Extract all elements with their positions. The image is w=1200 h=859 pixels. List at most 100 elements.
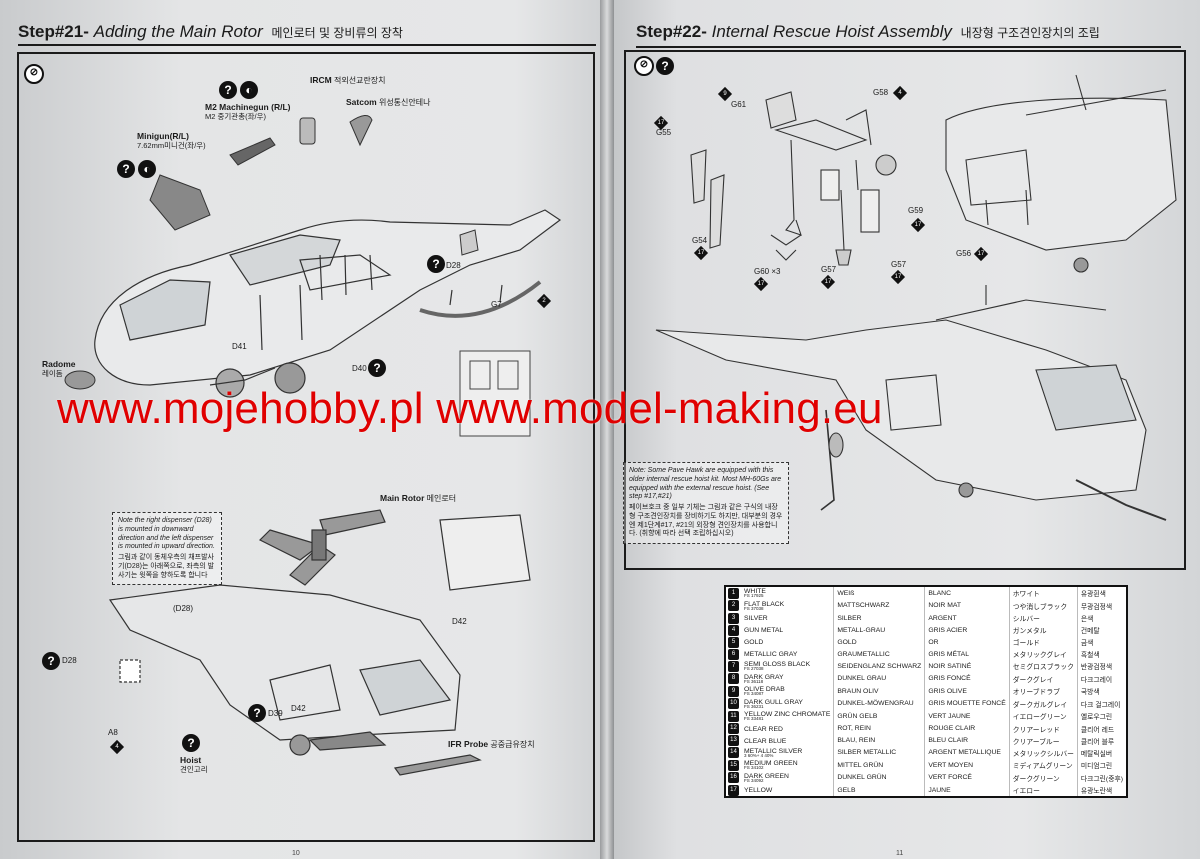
paint-number-badge: 5 xyxy=(728,636,739,648)
paint-cell-no: 3 xyxy=(725,612,741,624)
paint-cell-de: MATTSCHWARZ xyxy=(833,599,926,612)
paint-cell-no: 11 xyxy=(725,710,741,723)
paint-cell-de: DUNKEL-MÖWENGRAU xyxy=(833,697,926,710)
paint-number-badge: 11 xyxy=(728,710,739,722)
paint-cell-no: 4 xyxy=(725,624,741,636)
paint-cell-ko: 클리어 레드 xyxy=(1080,726,1115,734)
step-number: Step#21- xyxy=(18,22,89,41)
paint-cell-ko: 유광노란색 xyxy=(1080,788,1113,795)
help-icon: ? xyxy=(42,652,60,670)
paint-name-en: YELLOW ZINC CHROMATE xyxy=(744,711,831,718)
part-g57: G57 xyxy=(891,260,907,269)
step-title: Adding the Main Rotor xyxy=(93,22,263,41)
paint-name-en: DARK GRAY xyxy=(744,673,784,681)
paint-cell-no: 2 xyxy=(725,600,741,613)
paint-cell-ko: 다크 걸그레이 xyxy=(1080,701,1121,709)
paint-cell-ko: 메탈릭실버 xyxy=(1080,750,1113,758)
paint-name-en: SILVER xyxy=(744,615,768,622)
rotate-icon: ◐ xyxy=(138,160,156,178)
paint-number-badge: 14 xyxy=(728,747,739,759)
part-d28-ref: (D28) xyxy=(173,604,194,613)
paint-cell-ja: イエローグリーン xyxy=(1009,710,1078,723)
paint-cell-no: 1 xyxy=(725,586,741,600)
header-rule xyxy=(636,46,1181,48)
part-g58: G58 xyxy=(873,88,889,97)
paint-cell-fr: OR xyxy=(924,636,1010,648)
main-rotor-label: Main Rotor 메인로터 xyxy=(380,493,457,503)
paint-number-badge: 8 xyxy=(728,673,739,685)
paint-cell-ja: ミディアムグリーン xyxy=(1009,759,1078,772)
paint-name-en: MEDIUM GREEN xyxy=(744,760,798,767)
paint-cell-ko: 다크그린(중후) xyxy=(1080,775,1123,783)
paint-cell-ja: クリアーブルー xyxy=(1009,734,1078,747)
fs-code: FS 27038 xyxy=(744,666,764,671)
paint-cell-no: 17 xyxy=(725,784,741,797)
paint-cell-no: 13 xyxy=(725,735,741,747)
paint-cell-fr: VERT FORCÉ xyxy=(924,771,1010,784)
paint-name-en: GOLD xyxy=(744,639,764,646)
step-21-header: Step#21- Adding the Main Rotor 메인로터 및 장비… xyxy=(18,22,403,42)
paint-name-en: DARK GULL GRAY xyxy=(744,698,803,706)
paint-cell-fr: JAUNE xyxy=(924,784,1010,797)
part-g60: G60 ×3 xyxy=(754,267,781,276)
paint-name-en: DARK GREEN xyxy=(744,772,789,780)
fs-code: FS 34087 xyxy=(744,691,764,696)
paint-cell-ko: 옐로우그린 xyxy=(1080,714,1113,722)
paint-cell-en: METALLIC GRAY xyxy=(741,648,835,660)
paint-cell-ko: 무광검정색 xyxy=(1080,603,1113,611)
paint-name-en: YELLOW xyxy=(744,787,773,794)
paint-number-badge: 10 xyxy=(728,698,739,710)
step-frame xyxy=(17,52,595,842)
paint-cell-fr: GRIS FONCÉ xyxy=(924,672,1010,685)
paint-cell-ja: つや消しブラック xyxy=(1009,599,1078,612)
paint-number-badge: 13 xyxy=(728,735,739,746)
step-title: Internal Rescue Hoist Assembly xyxy=(711,22,952,41)
paint-code-badge: 17 xyxy=(973,246,989,262)
part-d42-lower: D42 xyxy=(291,704,306,713)
page-number: 11 xyxy=(896,850,904,857)
help-icon: ? xyxy=(182,734,200,752)
fs-code: FS 33481 xyxy=(744,716,764,721)
part-g59: G59 xyxy=(908,206,924,215)
part-d42: D42 xyxy=(452,617,467,626)
paint-name-en: WHITE xyxy=(744,588,766,595)
paint-code-badge: 4 xyxy=(109,739,125,755)
paint-name-en: SEMI GLOSS BLACK xyxy=(744,661,811,668)
minigun-label: Minigun(R/L)7.62mm미니건(좌/우) xyxy=(137,131,206,150)
paint-cell-no: 16 xyxy=(725,772,741,785)
paint-code-badge: 4 xyxy=(892,85,908,101)
cement-icon: ⊘ xyxy=(634,56,654,76)
paint-cell-fr: GRIS ACIER xyxy=(924,624,1010,636)
paint-cell-fr: GRIS MOUETTE FONCÉ xyxy=(924,697,1010,710)
fs-code: FS 34092 xyxy=(744,777,764,783)
paint-cell-fr: NOIR MAT xyxy=(924,599,1010,612)
hoist-note: Note: Some Pave Hawk are equipped with t… xyxy=(623,462,789,544)
help-icon: ? xyxy=(656,57,674,75)
paint-cell-ja: ダークグレイ xyxy=(1009,672,1078,685)
paint-cell-no: 15 xyxy=(725,759,741,772)
paint-cell-no: 12 xyxy=(725,723,741,735)
paint-number-badge: 9 xyxy=(728,685,739,697)
paint-cell-en: SILVER xyxy=(741,612,835,624)
paint-cell-ko: 클리어 블루 xyxy=(1080,738,1115,746)
paint-cell-de: MITTEL GRÜN xyxy=(833,759,926,772)
paint-cell-en: CLEAR BLUE xyxy=(741,734,835,747)
paint-cell-fr: BLANC xyxy=(924,586,1010,600)
paint-cell-de: DUNKEL GRÜN xyxy=(833,771,926,784)
paint-cell-de: BLAU, REIN xyxy=(833,734,926,747)
paint-cell-de: SILBER METALLIC xyxy=(833,746,926,759)
paint-cell-fr: NOIR SATINÉ xyxy=(924,660,1010,673)
